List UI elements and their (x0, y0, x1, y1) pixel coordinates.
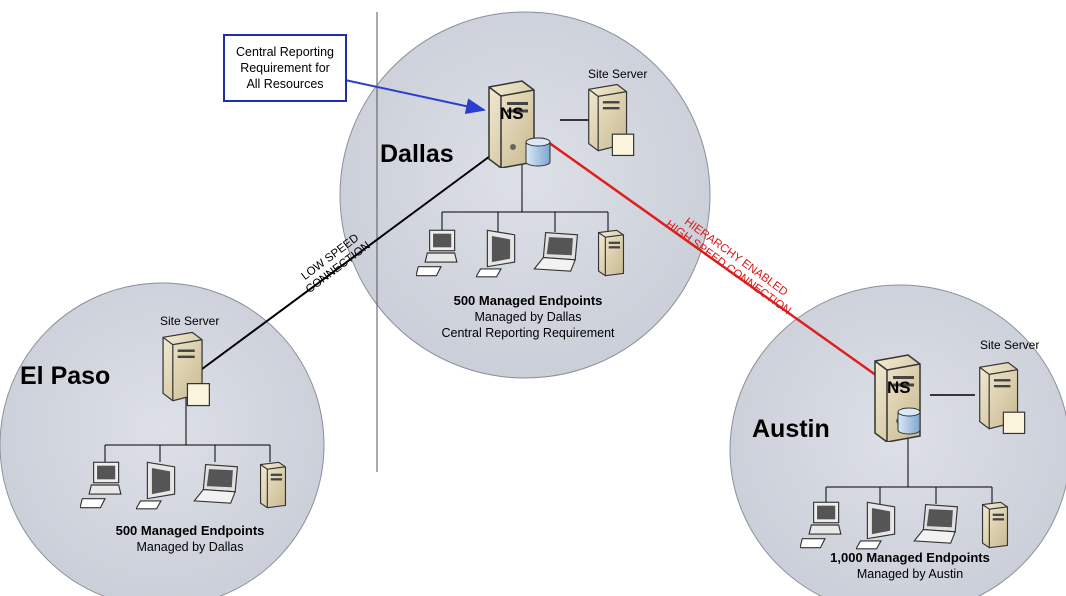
elpaso-endpoints-count: 500 Managed Endpoints (115, 523, 265, 538)
austin-ns-label: NS (887, 378, 911, 397)
elpaso-managed-by: Managed by Dallas (136, 540, 244, 554)
high-speed-connection-line (547, 140, 881, 380)
dallas-central-reporting: Central Reporting Requirement (441, 326, 615, 340)
dallas-site-server-label: Site Server (588, 67, 648, 81)
callout-line-2: Requirement for (240, 61, 330, 75)
elpaso-site-name: El Paso (20, 362, 111, 390)
dallas-site-name: Dallas (380, 140, 454, 168)
elpaso-site-server-label: Site Server (160, 314, 220, 328)
dallas-managed-by: Managed by Dallas (474, 310, 582, 324)
elpaso-site-circle (0, 282, 325, 596)
callout-arrow (344, 79, 486, 115)
austin-managed-by: Managed by Austin (856, 567, 964, 581)
dallas-database-icon (525, 142, 551, 167)
austin-tower-icon (981, 501, 1009, 549)
callout-line-3: All Resources (246, 77, 324, 91)
dallas-site-server-icon (588, 83, 635, 157)
elpaso-tower-icon (259, 461, 287, 509)
austin-database-icon (897, 412, 921, 435)
dallas-ns-label: NS (500, 104, 524, 123)
austin-site-server-label: Site Server (980, 338, 1040, 352)
austin-endpoints-count: 1,000 Managed Endpoints (830, 550, 990, 565)
dallas-tower-icon (597, 229, 625, 277)
callout-line-1: Central Reporting (236, 45, 334, 59)
low-speed-connection-line (197, 144, 506, 373)
austin-site-server-icon (979, 361, 1026, 435)
central-reporting-callout: Central Reporting Requirement for All Re… (223, 34, 347, 102)
elpaso-site-server-icon (162, 331, 210, 407)
dallas-endpoints-count: 500 Managed Endpoints (453, 293, 603, 308)
austin-site-name: Austin (752, 415, 830, 443)
